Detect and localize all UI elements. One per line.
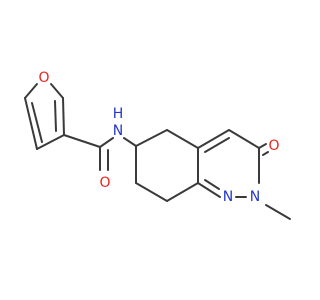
bond-furan-o-c5 [50,83,64,99]
bond-c3-ketone-o-double [262,151,269,156]
amide-oxygen-label: O [99,175,110,191]
molecule-structure-diagram: O O H N O N N [24,70,291,220]
bond-n1-c8a [197,182,221,198]
bond-c4a-c4 [197,129,230,149]
bond-carbonyl-n [99,137,114,148]
bond-n1-c8a-double [204,179,220,190]
bond-c6-c5 [135,129,168,147]
furan-ring [24,83,65,150]
bond-c4a-c4-double [204,137,230,153]
ring-n1-label: N [223,189,233,205]
pyridazinone-ring [197,129,291,220]
bond-furan-c5-c4-double [54,100,57,132]
ketone-oxygen-label: O [268,138,279,154]
bond-c8-c7 [135,182,168,202]
ring-n2-label: N [250,189,260,205]
bond-furan-c3-c2 [24,97,38,150]
bond-n-c6 [123,137,137,147]
bond-c4-c3 [228,129,260,149]
bond-furan-c2-o [24,83,38,99]
bond-n2-methyl [265,204,291,220]
amide-linker [63,134,137,171]
bond-furan-c3-c2-double [31,102,43,143]
bond-c5-c4a [166,129,199,149]
bond-furan-to-carbonyl [63,134,101,148]
bond-c3-ketone-o [258,143,267,149]
bond-c8a-c8 [166,182,199,202]
saturated-ring [135,129,199,202]
bond-furan-c5-c4 [62,97,65,136]
bond-furan-c4-c3 [36,134,65,150]
amide-n-label: N [113,123,123,139]
atom-labels: O O H N O N N [38,70,279,205]
amide-h-label: H [113,106,124,122]
furan-oxygen-label: O [38,70,49,86]
